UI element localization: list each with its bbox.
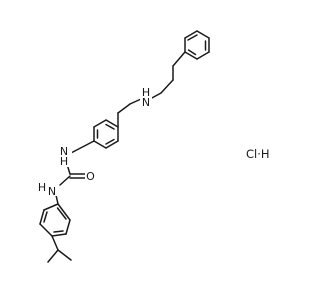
urea-lower-n-label: N <box>48 185 56 198</box>
urea-upper-n-label: N <box>60 145 68 158</box>
phenyl-ring-top <box>184 30 210 60</box>
atom-carbonyl-oxygen: O <box>85 170 96 183</box>
propyl-chain <box>149 51 186 100</box>
bonds <box>39 30 210 263</box>
carbonyl-o-label: O <box>86 170 95 183</box>
atom-urea-upper-nh: N H <box>58 145 72 168</box>
atom-amine: H N <box>140 86 152 109</box>
ethyl-chain <box>117 98 142 128</box>
atom-urea-lower-nh: H N <box>36 180 58 198</box>
phenyl-ring-middle <box>93 119 119 149</box>
amine-n-label: N <box>142 96 150 109</box>
structure-canvas: H N N H O H N Cl·H <box>36 30 270 263</box>
molecule-diagram: H N N H O H N Cl·H <box>36 30 270 263</box>
urea-upper-h-label: H <box>60 155 68 168</box>
hydrochloride-label: Cl·H <box>246 147 270 161</box>
phenyl-ring-bottom <box>39 203 71 237</box>
amine-h-label: H <box>142 86 150 99</box>
urea-lower-h-label: H <box>38 181 46 194</box>
isopropyl-group <box>47 235 72 263</box>
